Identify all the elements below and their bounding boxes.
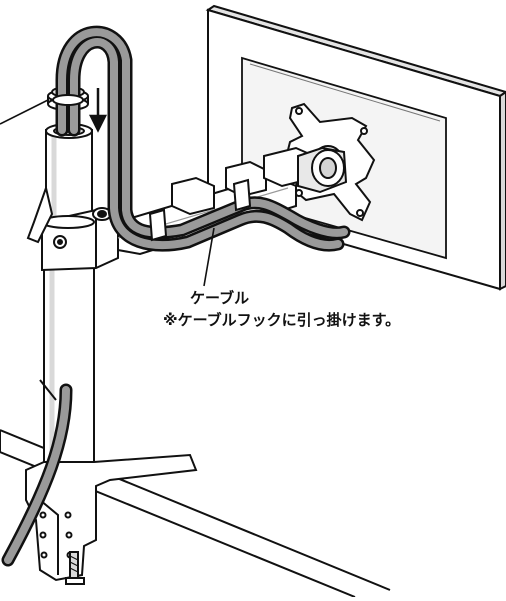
cable-label: ケーブル [190,289,250,307]
pole-collar [26,184,119,272]
down-arrow-icon [88,88,108,133]
cap-leader-line [0,99,49,125]
cable-leader-line [203,227,215,287]
cable-grommet [52,94,84,106]
desk-clamp [25,453,198,585]
cable-hooks [148,178,252,242]
cable-hook-note: ※ケーブルフックに引っ掛けます。 [163,311,401,329]
